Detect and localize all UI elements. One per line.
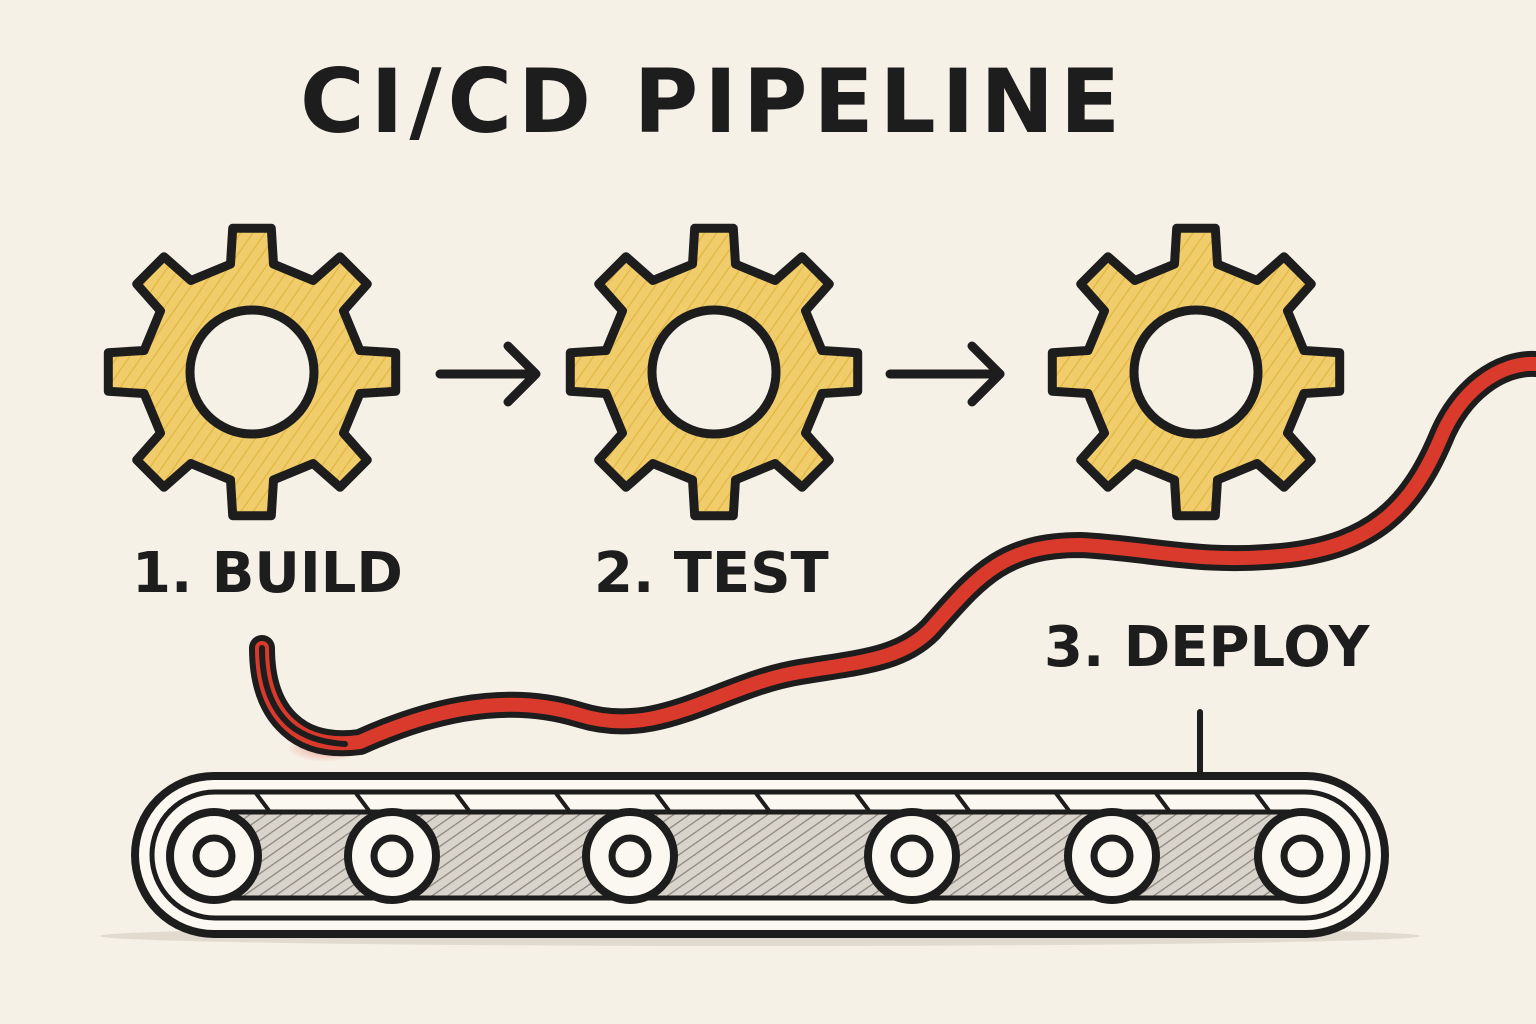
roller-icon bbox=[1254, 808, 1350, 904]
arrow-build-to-test bbox=[435, 341, 541, 407]
roller-icon bbox=[344, 808, 440, 904]
roller-icon bbox=[1064, 808, 1160, 904]
roller-icon bbox=[582, 808, 678, 904]
roller-icon bbox=[864, 808, 960, 904]
rollers-layer bbox=[166, 808, 1350, 904]
stage-label-test: 2. TEST bbox=[594, 541, 829, 606]
stage-label-build: 1. BUILD bbox=[132, 541, 403, 606]
gear-icon-build bbox=[103, 223, 401, 521]
gears-layer bbox=[103, 223, 1345, 521]
conveyor-belt-icon bbox=[100, 772, 1420, 946]
page-title: CI/CD PIPELINE bbox=[300, 50, 1127, 153]
roller-icon bbox=[166, 808, 262, 904]
gear-icon-test bbox=[565, 223, 863, 521]
stage-label-deploy: 3. DEPLOY bbox=[1044, 615, 1370, 680]
flow-line bbox=[249, 350, 1536, 762]
arrow-test-to-deploy bbox=[885, 341, 1005, 407]
gear-icon-deploy bbox=[1047, 223, 1345, 521]
